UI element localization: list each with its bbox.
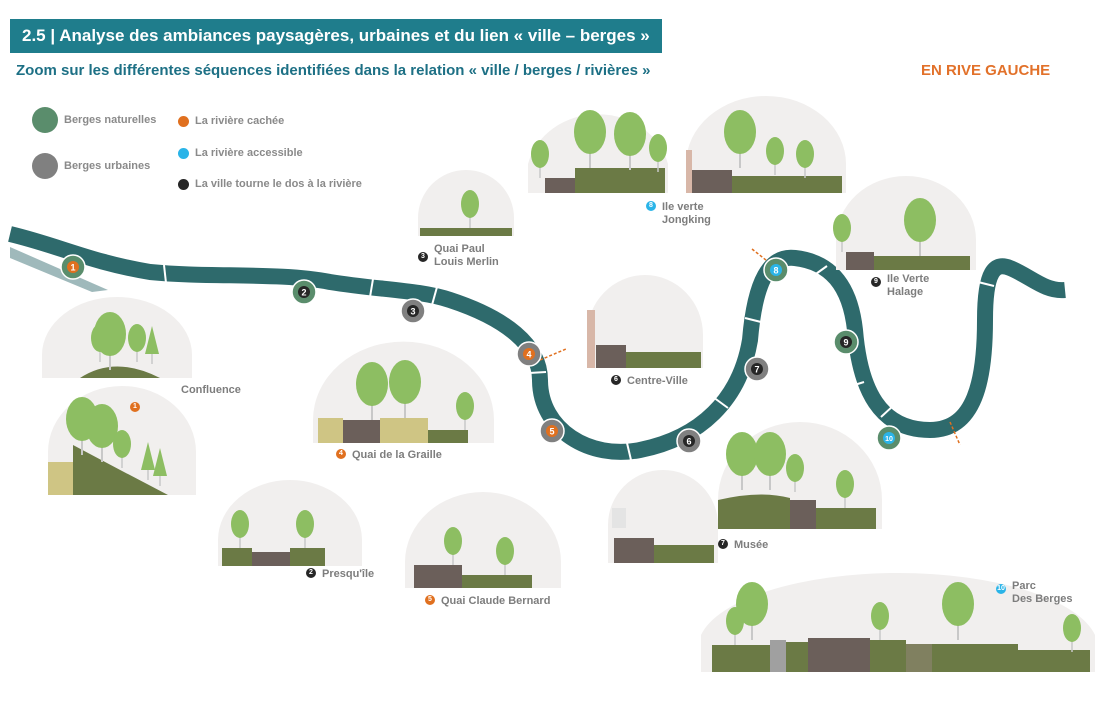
black-dot-icon [178, 178, 189, 190]
marker-8[interactable]: 8 [763, 257, 789, 283]
tributary-river [10, 247, 108, 292]
svg-text:4: 4 [526, 350, 531, 360]
svg-text:1: 1 [70, 263, 75, 273]
vignette-parc [701, 572, 1095, 672]
marker-3[interactable]: 3 [400, 298, 426, 324]
svg-text:7: 7 [754, 365, 759, 375]
marker-6[interactable]: 6 [676, 428, 702, 454]
vignette-jongking-right [686, 96, 846, 193]
marker-1[interactable]: 1 [60, 254, 86, 280]
vignette-jongking-left [528, 109, 668, 193]
vignette-presquile [218, 480, 362, 566]
svg-text:8: 8 [773, 266, 778, 276]
marker-2[interactable]: 2 [291, 279, 317, 305]
legend-hidden: La rivière cachée [178, 115, 284, 127]
legend-accessible: La rivière accessible [178, 147, 303, 159]
page-title-text: 2.5 | Analyse des ambiances paysagères, … [22, 26, 650, 45]
legend-urban-label: Berges urbaines [64, 160, 151, 172]
badge-confluence: 1 [130, 402, 146, 415]
legend-urban: Berges urbaines [32, 153, 150, 179]
legend-back-label: La ville tourne le dos à la rivière [195, 178, 362, 190]
svg-text:9: 9 [843, 338, 848, 348]
vignette-halage [832, 176, 976, 270]
vignette-quai-graille [313, 341, 494, 443]
label-confluence: Confluence [181, 384, 241, 396]
marker-7[interactable]: 7 [744, 356, 770, 382]
segment-separators [163, 264, 995, 461]
blue-dot-icon [178, 147, 189, 159]
legend-natural: Berges naturelles [32, 107, 156, 133]
legend-hidden-label: La rivière cachée [195, 115, 285, 127]
legend-back: La ville tourne le dos à la rivière [178, 178, 362, 190]
svg-text:2: 2 [301, 288, 306, 298]
marker-5[interactable]: 5 [539, 418, 565, 444]
legend-natural-label: Berges naturelles [64, 114, 157, 126]
marker-9[interactable]: 9 [833, 329, 859, 355]
side-label: EN RIVE GAUCHE [921, 62, 1051, 79]
main-river [8, 226, 1066, 460]
natural-circle-icon [32, 107, 58, 133]
svg-text:3: 3 [410, 307, 415, 317]
vignette-centre-ville [587, 275, 703, 368]
page-title: 2.5 | Analyse des ambiances paysagères, … [10, 19, 662, 53]
vignette-confluence-bottom [48, 386, 196, 495]
svg-text:6: 6 [686, 437, 691, 447]
marker-10[interactable]: 10 [876, 425, 902, 451]
vignette-musee-right [718, 422, 882, 529]
vignette-musee-left [608, 470, 718, 563]
svg-text:5: 5 [549, 427, 554, 437]
vignette-quai-paul [418, 170, 514, 236]
urban-circle-icon [32, 153, 58, 179]
marker-4[interactable]: 4 [516, 341, 542, 367]
vignette-quai-bernard [405, 492, 561, 588]
vignette-confluence-top [42, 297, 192, 378]
svg-text:10: 10 [885, 436, 893, 443]
legend-accessible-label: La rivière accessible [195, 147, 303, 159]
page-subtitle: Zoom sur les différentes séquences ident… [16, 62, 651, 79]
orange-dot-icon [178, 115, 189, 127]
